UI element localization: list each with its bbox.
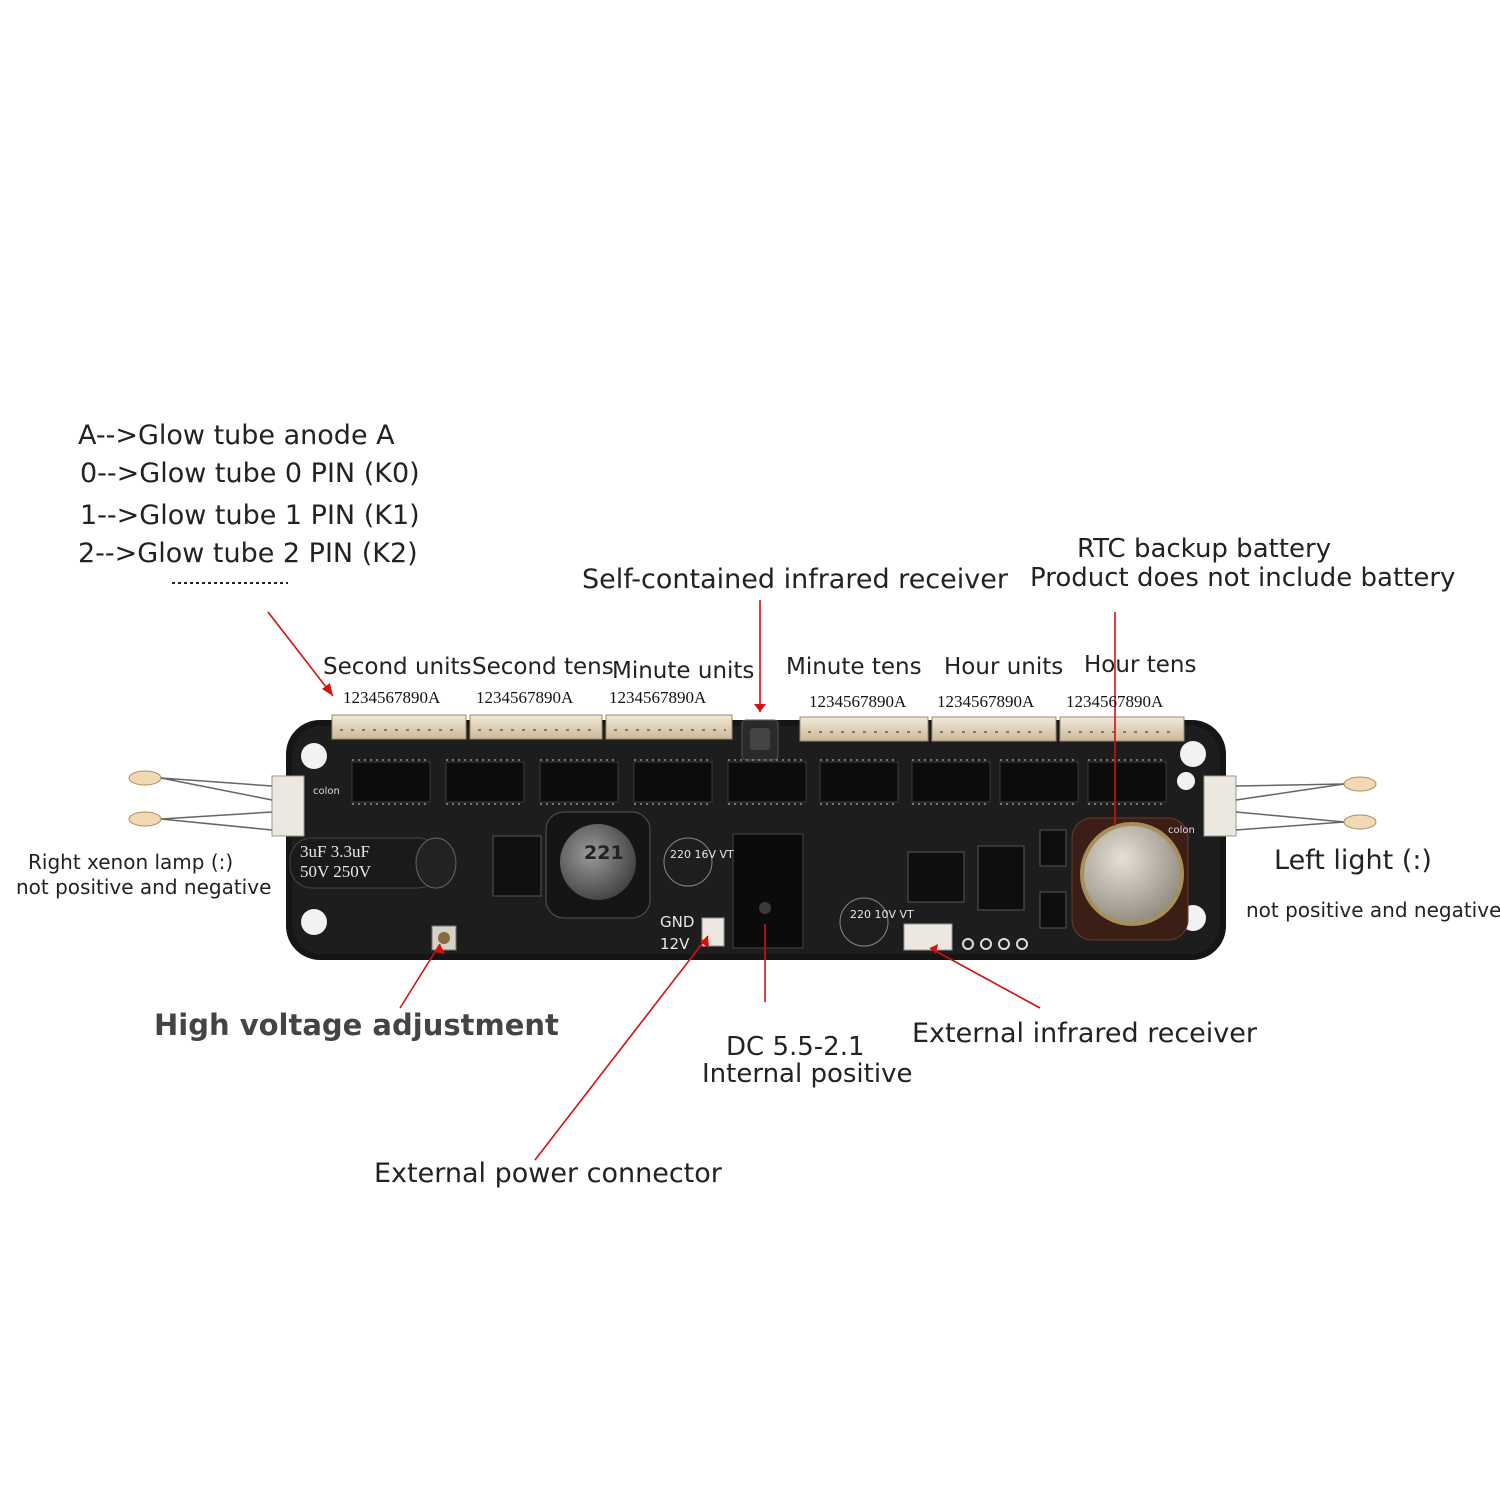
silk-cap-value: 3uF 3.3uF (300, 842, 370, 861)
leader-hv-adjust (399, 943, 441, 1009)
legend-line-k0: 0-->Glow tube 0 PIN (K0) (80, 458, 420, 489)
silk-inductor-value: 221 (584, 842, 624, 864)
group-title-second-units: Second units (323, 654, 472, 680)
pin-sequence-second-units: 1234567890A (343, 688, 441, 707)
pin-headers (331, 714, 1185, 742)
high-voltage-potentiometer (431, 925, 457, 951)
legend-line-k1: 1-->Glow tube 1 PIN (K1) (80, 500, 420, 531)
rtc-battery-holder (1071, 817, 1189, 941)
pin-sequence-hour-tens: 1234567890A (1066, 692, 1164, 711)
silk-cap-small-a: 220 16V VT (670, 848, 734, 861)
leader-arrowheads (322, 683, 938, 954)
label-right-xenon-lamp: Right xenon lamp (:) (28, 850, 234, 874)
electrolytic-capacitor-3u3 (289, 837, 457, 889)
silk-colon-left: colon (313, 786, 340, 797)
neon-lamps-right (1235, 776, 1377, 831)
leader-pin-legend (267, 611, 334, 697)
label-external-ir-receiver: External infrared receiver (912, 1018, 1257, 1049)
label-dc-polarity: Internal positive (702, 1059, 913, 1089)
label-left-light: Left light (:) (1274, 845, 1432, 876)
label-self-contained-ir: Self-contained infrared receiver (582, 564, 1008, 595)
pin-sequence-second-tens: 1234567890A (476, 688, 574, 707)
pin-sequence-minute-tens: 1234567890A (809, 692, 907, 711)
legend-line-k2: 2-->Glow tube 2 PIN (K2) (78, 538, 418, 569)
label-external-power-connector: External power connector (374, 1158, 722, 1189)
label-rtc-battery-title: RTC backup battery (1077, 534, 1332, 564)
colon-lamp-connectors (271, 775, 1237, 837)
silk-12v: 12V (660, 935, 690, 953)
neon-lamps-left (128, 770, 273, 831)
header-holes (962, 938, 1028, 950)
group-title-hour-units: Hour units (944, 654, 1064, 680)
power-inductor (545, 811, 651, 919)
microcontroller (907, 829, 1067, 929)
silk-cap-small-b: 220 10V VT (850, 908, 914, 921)
driver-chips (351, 761, 1167, 803)
group-title-second-tens: Second tens (472, 654, 614, 680)
leader-power-connector (534, 935, 709, 1161)
legend-line-a: A-->Glow tube anode A (78, 420, 395, 451)
label-rtc-battery-note: Product does not include battery (1030, 563, 1456, 593)
label-dc-spec: DC 5.5-2.1 (726, 1032, 865, 1062)
group-title-minute-units: Minute units (612, 658, 755, 684)
leader-external-ir (929, 947, 1041, 1009)
regulator-chip (492, 835, 542, 897)
silk-gnd: GND (660, 913, 695, 931)
dc-jack (732, 833, 804, 949)
label-right-lamp-polarity: not positive and negative (16, 875, 272, 899)
silk-colon-right: colon (1168, 825, 1195, 836)
group-title-minute-tens: Minute tens (786, 654, 922, 680)
onboard-ir-receiver (741, 719, 779, 761)
label-high-voltage-adjustment: High voltage adjustment (154, 1008, 559, 1042)
silk-cap-voltage: 50V 250V (300, 862, 371, 881)
leader-lines (267, 600, 1116, 1161)
pin-sequence-hour-units: 1234567890A (937, 692, 1035, 711)
group-title-hour-tens: Hour tens (1084, 652, 1197, 678)
small-capacitors (663, 837, 889, 947)
mounting-holes (301, 741, 1206, 935)
pin-sequence-minute-units: 1234567890A (609, 688, 707, 707)
label-left-light-polarity: not positive and negative (1246, 898, 1500, 922)
